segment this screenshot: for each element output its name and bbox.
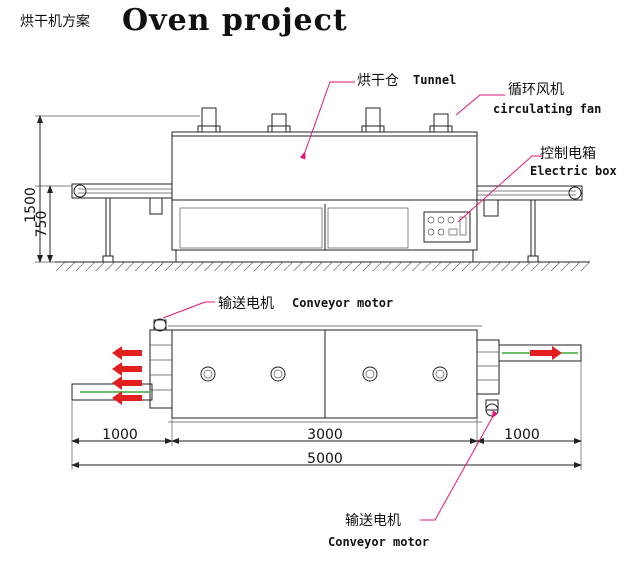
title-english: Oven project	[122, 3, 348, 38]
tunnel-leader	[299, 81, 355, 160]
fan-leader	[455, 94, 505, 116]
tunnel-door-right	[327, 207, 409, 249]
outfeed-motor-side	[483, 199, 499, 217]
infeed-motor-side	[149, 197, 163, 215]
fan-label-en: circulating fan	[493, 102, 601, 116]
side-view: 1500 750	[23, 81, 590, 271]
control-panel	[423, 211, 471, 243]
tunnel-label-cn: 烘干仓	[357, 73, 399, 89]
motor-bottom-label-cn: 输送电机	[345, 513, 401, 529]
flow-arrow-out	[530, 346, 562, 360]
ground-hatch	[55, 262, 590, 271]
outfeed-belt-top	[498, 344, 582, 362]
dim-1500: 1500	[23, 187, 39, 223]
motor-bottom-label-en: Conveyor motor	[328, 535, 429, 549]
ebox-label-cn: 控制电箱	[540, 146, 596, 162]
dim-tunnel: 3000	[307, 427, 343, 443]
motor-top-label-cn: 输送电机	[218, 296, 274, 312]
tunnel-door-left	[179, 207, 323, 249]
dim-in: 1000	[102, 427, 138, 443]
outfeed-conveyor	[476, 185, 583, 201]
ebox-label-en: Electric box	[530, 164, 617, 178]
dim-out: 1000	[504, 427, 540, 443]
flow-arrows-in	[112, 346, 142, 405]
motor-top-leader	[162, 301, 215, 319]
motor-top-label-en: Conveyor motor	[292, 296, 393, 310]
outfeed-roller	[568, 186, 582, 200]
infeed-belt-top	[71, 383, 153, 401]
circulating-fans	[197, 107, 453, 133]
outfeed-guide	[476, 339, 500, 395]
tunnel-label-en: Tunnel	[413, 73, 456, 87]
dim-total: 5000	[307, 451, 343, 467]
motor-bottom-leader	[420, 410, 499, 521]
infeed-roller	[73, 184, 87, 198]
ebox-leader	[457, 155, 542, 223]
infeed-conveyor	[71, 183, 173, 199]
motor-top-body	[153, 318, 167, 332]
title-chinese: 烘干机方案	[20, 13, 90, 30]
infeed-guide	[149, 329, 173, 409]
fan-label-cn: 循环风机	[508, 82, 564, 98]
top-view	[71, 301, 582, 521]
dim-750: 750	[34, 211, 50, 238]
